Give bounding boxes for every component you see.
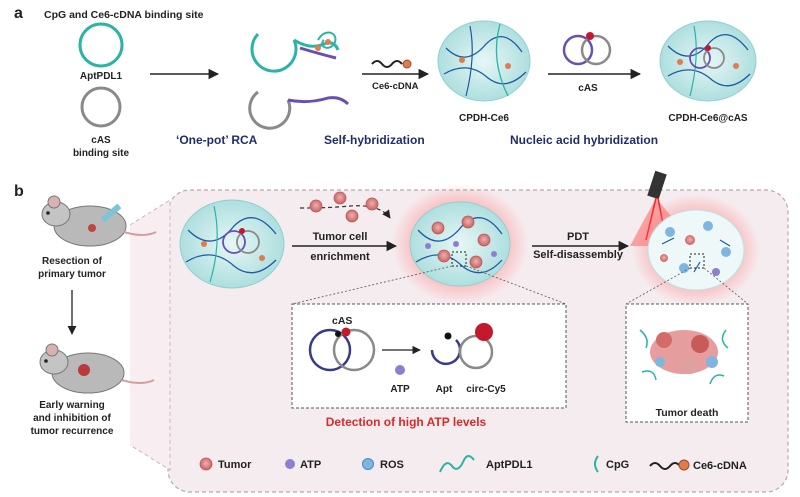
legend-aptpdl1-icon [439, 455, 475, 473]
early-warning-label-1: Early warning [39, 400, 105, 411]
cas-ring-left [562, 34, 594, 66]
enrichment-label: enrichment [310, 251, 370, 263]
cas-ring [80, 86, 122, 128]
legend-ce6-cdna-label: Ce6-cDNA [693, 460, 747, 472]
cpdh-ce6-cas-gel [659, 20, 757, 102]
tumor-death-label: Tumor death [656, 407, 719, 419]
ce6-dot [402, 59, 412, 69]
resection-label-1: Resection of [42, 256, 103, 267]
cas-red-dot [586, 32, 594, 40]
inset-cas-ring-left [308, 328, 352, 372]
binding-site-label: CpG and Ce6-cDNA binding site [44, 9, 204, 21]
zoom-box-1 [451, 251, 467, 267]
early-warning-label-2: and inhibition of [33, 413, 111, 424]
frame-connector [129, 199, 171, 471]
ce6-cdna-strand [371, 60, 403, 68]
self-hybridization-label: Self-hybridization [324, 133, 425, 147]
panel-a-letter: a [14, 5, 23, 22]
cpdh-ce6-gel [437, 20, 531, 102]
detection-label: Detection of high ATP levels [326, 415, 487, 429]
ce6-cdna-label: Ce6-cDNA [372, 81, 419, 92]
legend-aptpdl1-label: AptPDL1 [486, 459, 532, 471]
legend-atp-icon [285, 459, 295, 469]
legend-tumor-label: Tumor [218, 459, 252, 471]
panel-a: a CpG and Ce6-cDNA binding site AptPDL1 … [14, 5, 757, 159]
tumor-debris [639, 329, 729, 385]
detection-inset [291, 303, 567, 409]
panel-b: b Resection of primary tumor Early war [14, 170, 789, 493]
resection-label-2: primary tumor [38, 269, 106, 280]
tumor-cell-label: Tumor cell [313, 231, 368, 243]
gel-disassembly [632, 194, 760, 306]
zoom-box-2 [689, 253, 705, 269]
aptpdl1-label: AptPDL1 [80, 71, 123, 82]
legend-cpg-label: CpG [606, 459, 629, 471]
legend-cpg-icon [594, 455, 599, 473]
gel-enriched [392, 184, 528, 304]
aptpdl1-ring [78, 22, 124, 68]
rca-gray-strand [248, 90, 292, 130]
mouse-bottom [39, 343, 155, 394]
cas-arrow-label: cAS [578, 83, 598, 94]
rca-teal-strand [250, 32, 298, 73]
binding-site-sublabel: binding site [73, 148, 130, 159]
legend-ros-label: ROS [380, 459, 404, 471]
inset-apt-label: Apt [436, 384, 453, 395]
inset-atp-label: ATP [390, 384, 410, 395]
legend: Tumor ATP ROS AptPDL1 CpG Ce6-cDNA [199, 455, 747, 473]
legend-atp-label: ATP [300, 459, 321, 471]
syringe-icon [100, 203, 122, 223]
cas-label: cAS [91, 135, 111, 146]
panel-b-letter: b [14, 183, 24, 200]
self-disassembly-label: Self-disassembly [533, 249, 624, 261]
legend-tumor-icon [199, 457, 213, 471]
inset-cy5-dot [475, 323, 493, 341]
gel-initial [179, 199, 285, 289]
inset-apt [430, 339, 462, 366]
one-pot-rca-label: ‘One-pot’ RCA [176, 133, 258, 147]
mouse-top [41, 195, 157, 247]
pdt-label: PDT [567, 231, 589, 243]
cas-ring-right [580, 34, 612, 66]
tumor-flow [299, 191, 391, 223]
legend-ros-icon [362, 458, 374, 470]
cpdh-ce6-label: CPDH-Ce6 [459, 113, 509, 124]
nucleic-acid-hybridization-label: Nucleic acid hybridization [510, 133, 658, 147]
inset-cas-ring-right [332, 328, 376, 372]
cpdh-ce6-cas-label: CPDH-Ce6@cAS [668, 113, 748, 124]
rca-products [248, 31, 350, 130]
legend-ce6-cdna-icon [649, 462, 681, 470]
early-warning-label-3: tumor recurrence [31, 426, 114, 437]
inset-atp-dot [395, 365, 405, 375]
inset-cas-label: cAS [332, 315, 352, 327]
inset-circ-cy5-label: circ-Cy5 [466, 384, 506, 395]
